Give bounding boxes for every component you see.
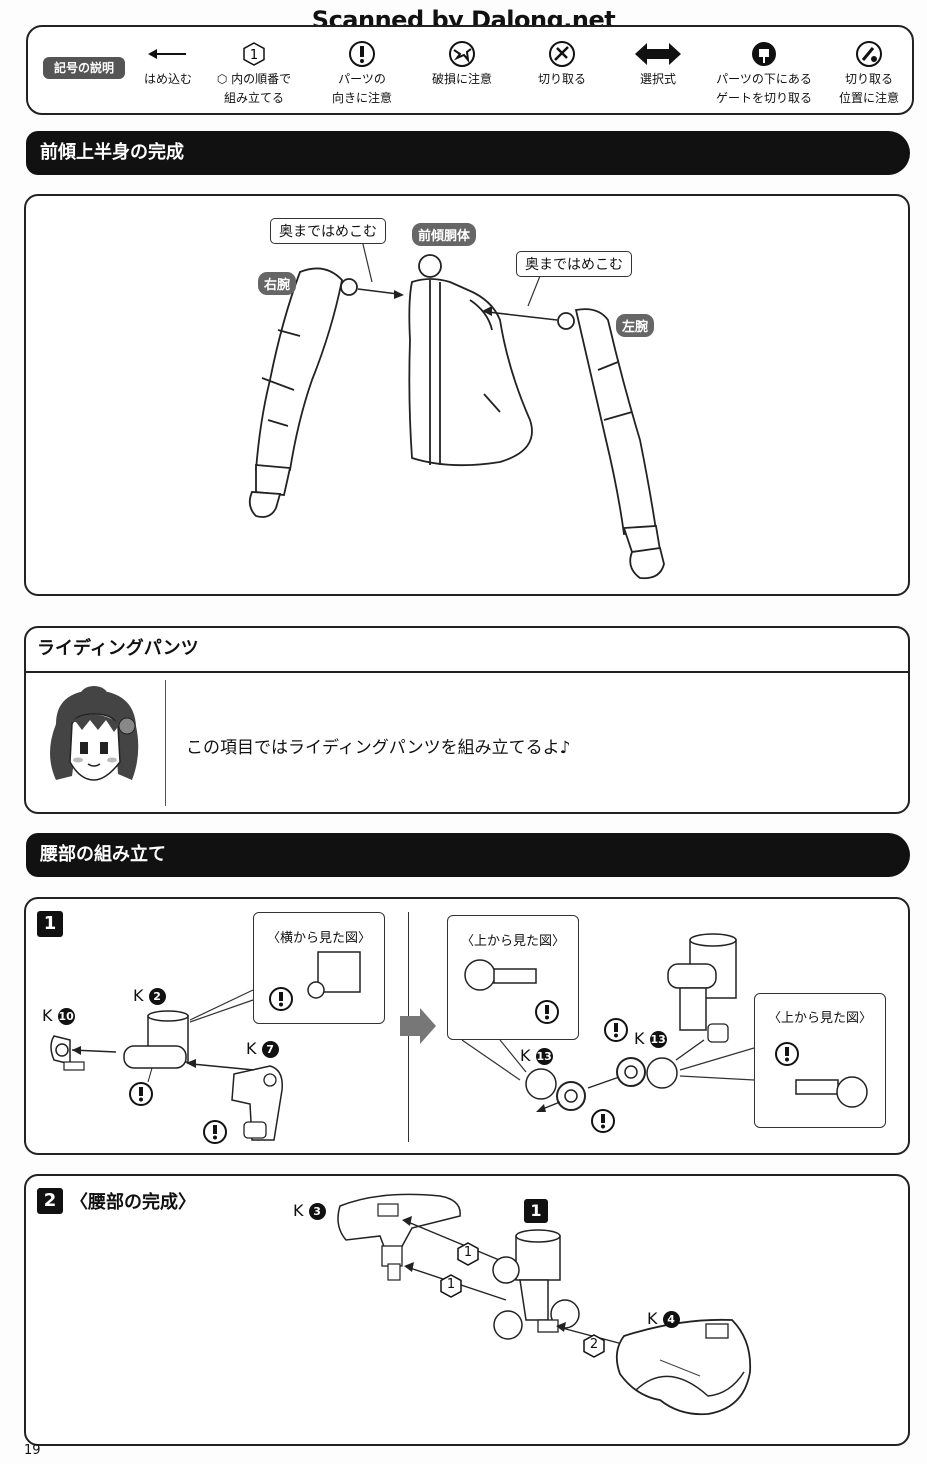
- cut-icon: [530, 38, 594, 70]
- step2-ref-number: 1: [524, 1199, 548, 1223]
- legend-label: 位置に注意: [838, 91, 899, 105]
- legend-item-under-gate: パーツの下にある ゲートを切り取る: [708, 38, 820, 108]
- torso-drawing: [408, 254, 533, 467]
- section-title-upper-body: 前傾上半身の完成: [26, 131, 910, 175]
- part-letter: K: [647, 1309, 658, 1328]
- part-number: 13: [649, 1031, 667, 1048]
- upper-body-illustration: [248, 239, 665, 580]
- break-warning-icon: [424, 38, 500, 70]
- part-number: 3: [308, 1203, 326, 1220]
- legend-label: はめ込む: [143, 72, 192, 86]
- legend-item-cut: 切り取る: [530, 38, 594, 89]
- hexagon-number-icon: 1: [214, 38, 294, 70]
- label-torso: 前傾胴体: [412, 223, 477, 246]
- mascot-avatar: [50, 686, 139, 781]
- part-number: 2: [148, 988, 166, 1005]
- step2-number: 2: [37, 1188, 63, 1214]
- double-arrow-icon: [628, 38, 688, 70]
- svg-text:1: 1: [250, 48, 258, 63]
- legend-label: 向きに注意: [331, 91, 392, 105]
- section-title-waist: 腰部の組み立て: [26, 833, 910, 877]
- part-label-k4: K 4: [647, 1309, 680, 1328]
- legend-item-select: 選択式: [628, 38, 688, 89]
- part-letter: K: [634, 1029, 645, 1048]
- part-number: 4: [662, 1311, 680, 1328]
- part-label-k10: K 10: [42, 1006, 75, 1025]
- legend-label: パーツの下にある: [716, 72, 812, 86]
- step1-number: 1: [37, 911, 63, 937]
- part-letter: K: [42, 1006, 53, 1025]
- order-hexagon-1b: [440, 1274, 462, 1298]
- legend-item-order: 1 ⬡ 内の順番で 組み立てる: [214, 38, 294, 108]
- label-right-arm: 右腕: [258, 272, 297, 295]
- part-label-k13-b: K 13: [634, 1029, 667, 1048]
- panel-divider-vertical: [165, 680, 166, 806]
- legend-box: [26, 25, 914, 115]
- exclamation-circle-icon: [324, 38, 400, 70]
- part-label-k13-a: K 13: [520, 1046, 553, 1065]
- legend-item-break: 破損に注意: [424, 38, 500, 89]
- left-arm-drawing: [574, 308, 665, 580]
- part-number: 13: [535, 1048, 553, 1065]
- right-arm-drawing: [248, 267, 343, 518]
- step2-title: 〈腰部の完成〉: [70, 1192, 196, 1213]
- legend-item-push-in: はめ込む: [135, 38, 201, 89]
- part-letter: K: [133, 986, 144, 1005]
- legend-tag: 記号の説明: [43, 57, 125, 79]
- riding-pants-panel: [24, 626, 910, 814]
- part-letter: K: [246, 1039, 257, 1058]
- legend-label: 組み立てる: [223, 91, 284, 105]
- part-label-k7: K 7: [246, 1039, 279, 1058]
- cut-position-icon: [832, 38, 906, 70]
- top-view-box-b: 〈上から見た図〉: [754, 993, 886, 1128]
- order-hexagon-2: [583, 1334, 605, 1358]
- order-number-1b: 1: [446, 1277, 456, 1292]
- panel-divider: [26, 671, 908, 673]
- legend-label: パーツの: [338, 72, 386, 86]
- part-label-k3: K 3: [293, 1201, 326, 1220]
- page-number: 19: [24, 1443, 41, 1458]
- section-title-riding-pants: ライディングパンツ: [37, 638, 199, 659]
- legend-label: 破損に注意: [431, 72, 492, 86]
- legend-item-direction: パーツの 向きに注意: [324, 38, 400, 108]
- order-number-2: 2: [589, 1337, 599, 1352]
- part-number: 10: [57, 1008, 75, 1025]
- legend-label: 選択式: [639, 72, 676, 86]
- callout-push-in-right: 奥まではめこむ: [516, 251, 632, 277]
- riding-pants-message: この項目ではライディングパンツを組み立てるよ♪: [186, 738, 571, 758]
- part-label-k2: K 2: [133, 986, 166, 1005]
- order-number-1a: 1: [463, 1245, 473, 1260]
- top-view-label-a: 〈上から見た図〉: [460, 934, 565, 949]
- legend-label: ゲートを切り取る: [715, 91, 812, 105]
- legend-item-cut-position: 切り取る 位置に注意: [832, 38, 906, 108]
- step2-panel: [24, 1174, 910, 1446]
- under-gate-icon: [708, 38, 820, 70]
- part-number: 7: [261, 1041, 279, 1058]
- step1-illustration: [50, 933, 868, 1144]
- legend-label: 切り取る: [844, 72, 893, 86]
- part-letter: K: [293, 1201, 304, 1220]
- top-view-label-b: 〈上から見た図〉: [767, 1011, 872, 1026]
- callout-push-in-left: 奥まではめこむ: [270, 218, 386, 244]
- part-letter: K: [520, 1046, 531, 1065]
- order-hexagon-1a: [457, 1242, 479, 1266]
- side-view-label: 〈横から見た図〉: [266, 931, 371, 946]
- label-left-arm: 左腕: [616, 314, 655, 337]
- legend-label: 切り取る: [537, 72, 586, 86]
- legend-label: ⬡ 内の順番で: [216, 72, 292, 86]
- arrow-left-icon: [135, 38, 201, 70]
